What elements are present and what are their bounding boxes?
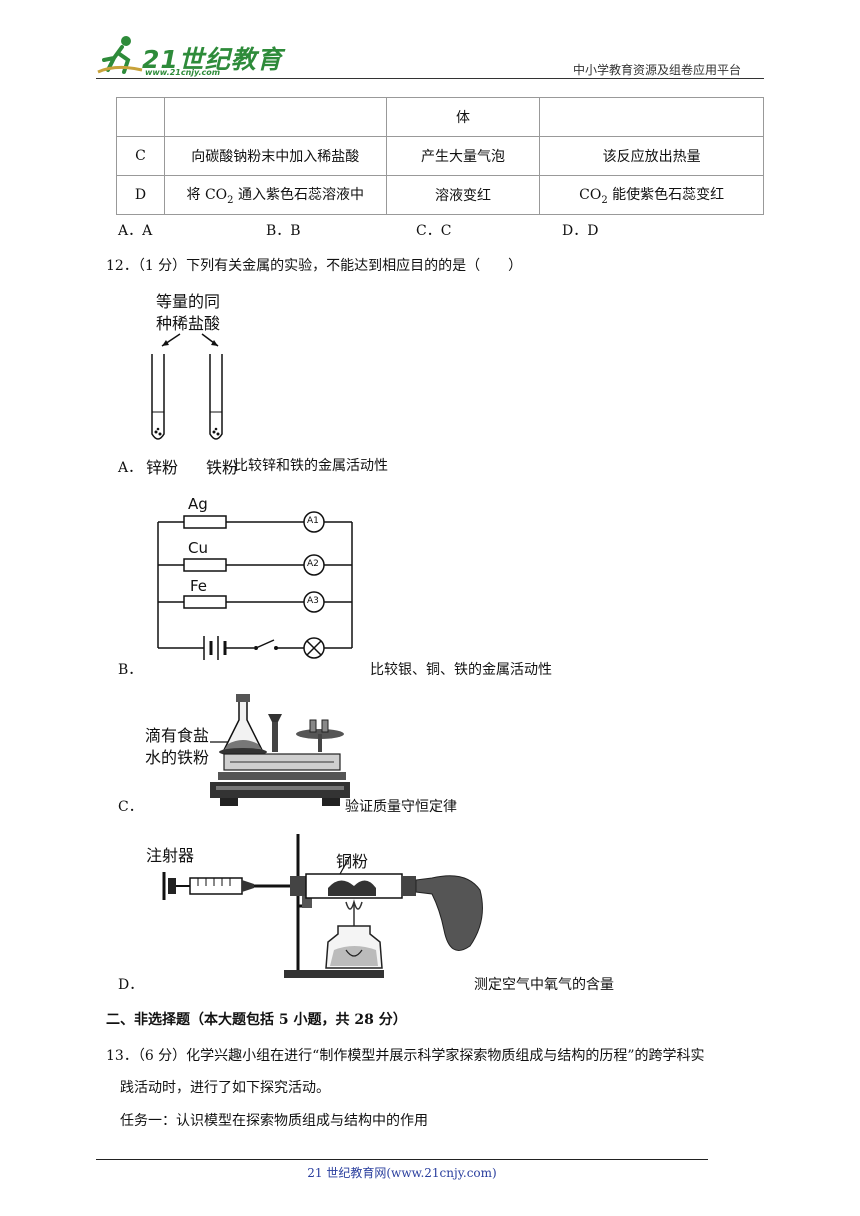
q12-d-text: 测定空气中氧气的含量	[474, 977, 614, 993]
q12-c-label-2: 水的铁粉	[145, 748, 210, 767]
section-2-title: 二、非选择题（本大题包括 5 小题，共 28 分）	[106, 1012, 407, 1028]
header-rule	[96, 78, 764, 79]
footer-rule	[96, 1159, 708, 1160]
table-cell: 该反应放出热量	[539, 136, 764, 176]
q12-b-metal-fe: Fe	[190, 577, 208, 595]
table-cell: 产生大量气泡	[385, 136, 541, 176]
table-cell: 溶液变红	[385, 175, 541, 215]
q11-option-c: C．C	[416, 223, 452, 239]
q12-c-text: 验证质量守恒定律	[345, 799, 457, 815]
q12-c-letter: C．	[118, 799, 143, 815]
q12-a-figure: 等量的同 种稀盐酸 锌粉 铁粉	[140, 286, 250, 477]
q12-d-label-syringe: 注射器	[146, 846, 195, 865]
q13-task-1: 任务一：认识模型在探索物质组成与结构中的作用	[120, 1113, 428, 1129]
q12-a-tube-right: 铁粉	[206, 458, 239, 477]
q12-b-ammeter-3: A3	[307, 596, 319, 606]
table-cell: C	[116, 136, 165, 176]
test-tubes-icon	[151, 333, 223, 440]
table-cell: CO2 能使紫色石蕊变红	[539, 175, 764, 215]
q12-stem: 12．（1 分）下列有关金属的实验，不能达到相应目的的是（ ）	[106, 258, 523, 274]
air-oxygen-apparatus-icon	[162, 834, 483, 978]
logo-text: 21世纪教育	[142, 45, 283, 74]
logo-runner-icon	[97, 36, 143, 74]
table-cell	[116, 97, 165, 137]
question-11-table: 体 C 向碳酸钠粉末中加入稀盐酸 产生大量气泡 该反应放出热量 D 将 CO2 …	[116, 97, 764, 215]
q12-a-letter: A．	[118, 460, 143, 476]
table-cell	[539, 97, 764, 137]
footer-text: 21 世纪教育网(www.21cnjy.com)	[307, 1166, 497, 1180]
q11-option-d: D．D	[562, 223, 599, 239]
table-cell: 向碳酸钠粉末中加入稀盐酸	[163, 136, 387, 176]
table-row: D 将 CO2 通入紫色石蕊溶液中 溶液变红 CO2 能使紫色石蕊变红	[116, 175, 764, 215]
logo-url: www.21cnjy.com	[145, 68, 221, 77]
q12-a-text: 比较锌和铁的金属活动性	[234, 458, 388, 474]
table-row: 体	[116, 97, 764, 137]
table-row: C 向碳酸钠粉末中加入稀盐酸 产生大量气泡 该反应放出热量	[116, 136, 764, 176]
table-cell: 体	[385, 97, 541, 137]
q12-b-ammeter-2: A2	[307, 559, 319, 569]
balance-scale-icon	[210, 694, 350, 806]
table-cell: D	[116, 175, 165, 215]
q12-b-metal-cu: Cu	[188, 539, 208, 557]
q13-line-2: 践活动时，进行了如下探究活动。	[120, 1080, 330, 1096]
q13-line-1: 13．（6 分）化学兴趣小组在进行“制作模型并展示科学家探索物质组成与结构的历程…	[106, 1048, 705, 1064]
table-cell	[163, 97, 387, 137]
header-right-text: 中小学教育资源及组卷应用平台	[573, 63, 742, 77]
q12-a-label-2: 种稀盐酸	[156, 314, 221, 333]
q11-option-b: B．B	[266, 223, 301, 239]
q12-a-tube-left: 锌粉	[146, 458, 179, 477]
q12-b-letter: B．	[118, 662, 143, 678]
q12-b-metal-ag: Ag	[188, 495, 208, 513]
header: 21世纪教育 www.21cnjy.com 中小学教育资源及组卷应用平台	[0, 0, 860, 90]
q11-option-a: A．A	[118, 223, 153, 239]
q12-b-circuit-diagram	[157, 511, 353, 660]
table-cell: 将 CO2 通入紫色石蕊溶液中	[163, 175, 387, 215]
q12-b-ammeter-1: A1	[307, 516, 319, 526]
q12-d-letter: D．	[118, 977, 144, 993]
q12-c-label-1: 滴有食盐	[145, 726, 210, 745]
q12-a-label-1: 等量的同	[156, 292, 221, 311]
q12-b-text: 比较银、铜、铁的金属活动性	[370, 662, 552, 678]
